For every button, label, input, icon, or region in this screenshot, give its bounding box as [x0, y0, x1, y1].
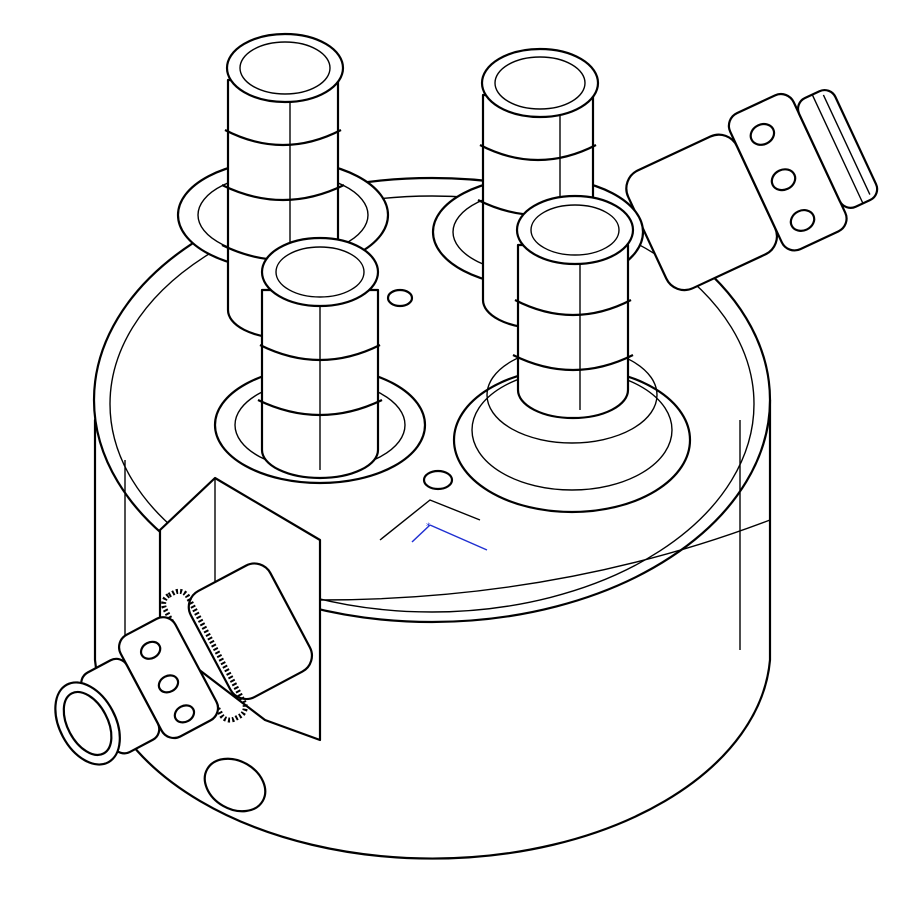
axis-triad-icon: * — [411, 522, 488, 551]
hose-barb-front-left — [213, 236, 427, 485]
hose-barb-front-right — [452, 194, 692, 514]
quick-connector-right — [625, 88, 879, 292]
quick-connector-left — [54, 562, 314, 766]
svg-text:*: * — [426, 522, 431, 532]
